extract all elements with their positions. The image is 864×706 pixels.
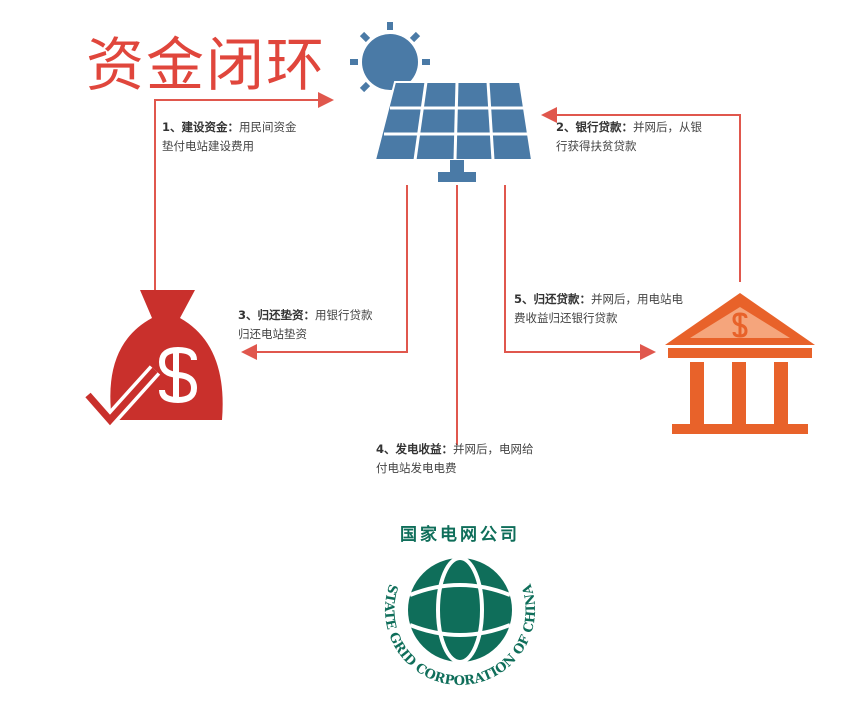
step-label: 2、银行贷款：	[556, 120, 634, 134]
step-label: 1、建设资金：	[162, 120, 240, 134]
solar-panel-icon	[373, 81, 534, 182]
step-3-note: 3、归还垫资：用银行贷款 归还电站垫资	[238, 306, 373, 344]
step-text: 行获得扶贫贷款	[556, 139, 637, 153]
step-text: 用民间资金	[239, 120, 297, 134]
step-1-note: 1、建设资金：用民间资金 垫付电站建设费用	[162, 118, 297, 156]
arrow-1	[154, 92, 334, 290]
money-bag-icon	[82, 290, 223, 431]
bank-icon	[665, 293, 815, 434]
step-label: 4、发电收益：	[376, 442, 454, 456]
state-grid-logo: STATE GRID CORPORATION OF CHINA	[381, 556, 539, 689]
step-text: 并网后，电网给	[453, 442, 534, 456]
diagram-title: 资金闭环	[86, 31, 327, 99]
step-label: 3、归还垫资：	[238, 308, 316, 322]
step-2-note: 2、银行贷款：并网后，从银 行获得扶贫贷款	[556, 118, 702, 156]
step-text: 垫付电站建设费用	[162, 139, 254, 153]
step-text: 费收益归还银行贷款	[514, 311, 618, 325]
step-text: 归还电站垫资	[238, 327, 307, 341]
arrow-3	[241, 185, 408, 360]
arrow-5	[504, 185, 656, 360]
arrow-2	[541, 107, 741, 282]
step-text: 并网后，从银	[633, 120, 703, 134]
step-4-note: 4、发电收益：并网后，电网给 付电站发电电费	[376, 440, 534, 478]
flow-lines	[154, 92, 741, 445]
sun-icon	[350, 22, 430, 93]
step-5-note: 5、归还贷款：并网后，用电站电 费收益归还银行贷款	[514, 290, 683, 328]
logo-cn-text: 国家电网公司	[400, 525, 520, 545]
step-text: 用银行贷款	[315, 308, 373, 322]
step-text: 并网后，用电站电	[591, 292, 684, 306]
step-text: 付电站发电电费	[376, 461, 457, 475]
step-label: 5、归还贷款：	[514, 292, 592, 306]
